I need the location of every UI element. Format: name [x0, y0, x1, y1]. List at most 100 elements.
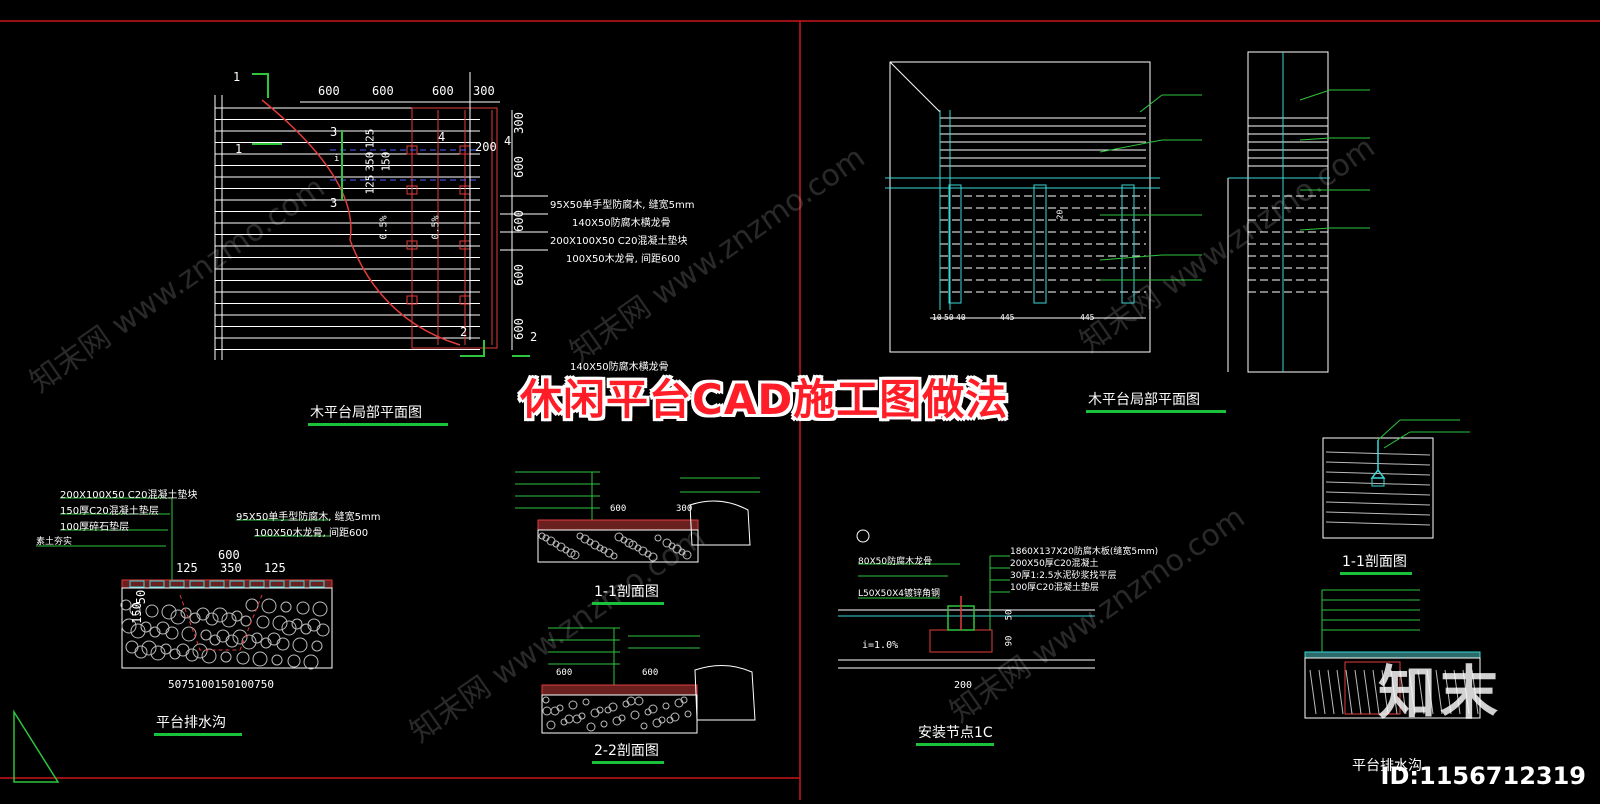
section-11-mid-title-underline	[592, 602, 664, 605]
cad-line	[1139, 94, 1163, 113]
drain-left-note-6: 100X50木龙骨, 间距600	[254, 528, 369, 539]
cad-line	[1309, 669, 1317, 715]
plan-left-title: 木平台局部平面图	[310, 405, 422, 421]
plan-left-dim-inner-2: 350	[363, 151, 377, 172]
ucs-triangle-icon	[13, 709, 60, 783]
cad-stone	[205, 612, 219, 626]
cad-line	[1381, 669, 1389, 715]
cad-stone	[582, 698, 590, 706]
cad-stone	[670, 712, 680, 722]
plan-left-dim-right-2: 600	[511, 156, 526, 178]
cad-stone	[600, 720, 608, 728]
cad-line	[1325, 521, 1431, 526]
plan-left-tag-i: i	[334, 154, 340, 164]
plan-left-drawing	[214, 72, 548, 360]
cad-stone	[125, 640, 139, 654]
cad-stone	[538, 532, 546, 540]
cad-stone	[180, 607, 192, 619]
cad-line	[1099, 254, 1163, 261]
drain-left-title-underline	[154, 733, 242, 736]
section-11-dim-600: 600	[610, 504, 627, 514]
cad-stone	[654, 534, 662, 542]
section-11-dim-300: 300	[676, 504, 693, 514]
cad-line	[1299, 137, 1331, 141]
cad-rect	[129, 580, 145, 588]
cad-stone	[560, 718, 568, 726]
cad-stone	[287, 654, 301, 668]
cad-stone	[201, 648, 217, 664]
cad-stone	[236, 651, 250, 665]
cad-stone	[586, 538, 594, 546]
cad-line	[1399, 669, 1407, 715]
cad-stone	[640, 722, 648, 730]
install-node-note-2: 1860X137X20防腐木板(缝宽5mm)	[1010, 547, 1159, 557]
plan-left-dim-right-1: 300	[511, 112, 526, 134]
cad-stone	[568, 700, 578, 710]
plan-right-leaders	[1099, 89, 1370, 281]
plan-right-title: 木平台局部平面图	[1088, 392, 1200, 408]
cad-stone	[618, 714, 626, 722]
cad-stone	[272, 615, 288, 631]
section-22-mid-drawing	[541, 627, 756, 734]
cad-stone	[181, 626, 197, 642]
install-node-note-4: 30厚1:2.5水泥砂浆找平层	[1010, 571, 1117, 581]
drain-right-drawing	[1304, 589, 1481, 719]
plan-left-dim-top-1: 600	[318, 84, 340, 98]
section-11-mid-title: 1-1剖面图	[594, 584, 659, 600]
cad-stone	[668, 542, 676, 550]
cad-stone	[120, 599, 132, 611]
cad-stone	[150, 645, 166, 661]
cad-line	[1453, 669, 1461, 715]
section-11-leaders	[515, 471, 760, 520]
plan-left-dim-right-5: 600	[511, 318, 526, 340]
cad-stone	[245, 598, 259, 612]
cad-stone	[169, 648, 181, 660]
section-22-mid-title-underline	[592, 761, 664, 764]
plan-left-tag-3b: 3	[330, 196, 338, 210]
plan-left-slope-2: 0.5%	[430, 215, 442, 240]
plan-left-note-5: 140X50防腐木横龙骨	[570, 362, 669, 373]
cad-stone	[192, 643, 208, 659]
cad-stone	[251, 632, 263, 644]
cad-rect	[406, 240, 418, 250]
plan-right-board-lines	[940, 117, 1146, 293]
cad-line	[1325, 491, 1431, 496]
cad-stone	[542, 706, 552, 716]
cad-rect	[1033, 184, 1047, 304]
cad-line	[1099, 139, 1163, 153]
cad-stone	[620, 536, 628, 544]
cad-rect	[406, 295, 418, 305]
cad-stone	[200, 629, 212, 641]
cad-stone	[542, 534, 550, 542]
cad-stone	[622, 700, 630, 708]
cad-line	[1345, 669, 1353, 715]
cad-stone	[189, 612, 201, 624]
plan-left-note-1: 95X50单手型防腐木, 缝宽5mm	[550, 200, 695, 211]
cad-stone	[570, 550, 580, 560]
drain-left-note-5: 95X50单手型防腐木, 缝宽5mm	[236, 512, 381, 523]
cad-stone	[261, 598, 277, 614]
cad-stone	[312, 601, 328, 617]
cad-line	[1408, 669, 1416, 715]
brand-logo: 知末	[1378, 659, 1503, 727]
cad-line	[1325, 481, 1431, 486]
plan-left-note-4: 100X50木龙骨, 间距600	[566, 254, 681, 265]
cad-rect	[406, 145, 418, 155]
cad-stone	[662, 538, 672, 548]
plan-left-dim-top-3: 600	[432, 84, 454, 98]
banner-title: 休闲平台CAD施工图做法	[520, 375, 1009, 424]
drain-right-leaders	[1321, 589, 1420, 652]
cad-stone	[546, 720, 556, 730]
cad-stone	[596, 544, 604, 552]
cad-stone	[156, 621, 170, 635]
plan-left-note-3: 200X100X50 C20混凝土垫块	[550, 236, 688, 247]
install-node-dim-90: 90	[1004, 635, 1015, 647]
cad-stone	[578, 712, 586, 720]
cad-stone	[648, 704, 658, 714]
install-node-slope: i=1.0%	[862, 640, 899, 651]
cad-stone	[572, 714, 582, 724]
cad-stone	[556, 704, 564, 712]
cad-stone	[542, 696, 550, 704]
cad-stone	[662, 702, 670, 710]
